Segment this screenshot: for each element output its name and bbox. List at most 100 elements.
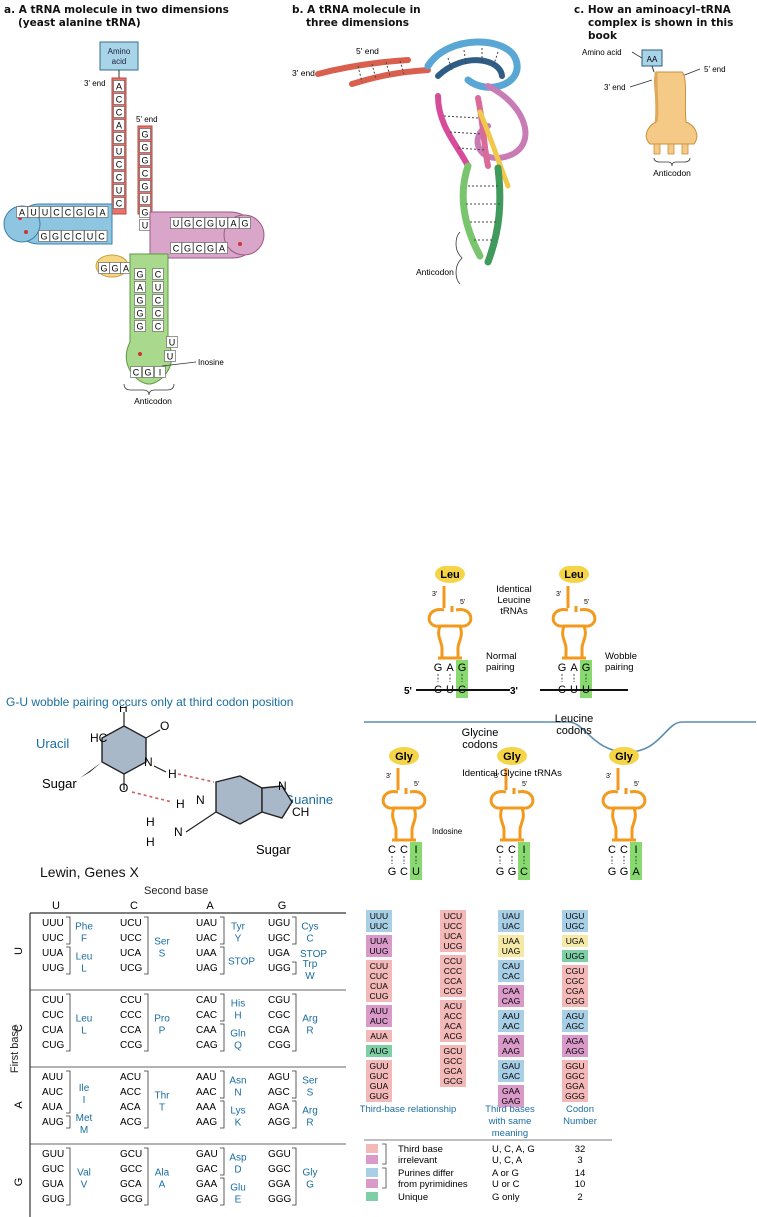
anticodon-stem-right-base: C: [155, 322, 162, 332]
amino-acid-letter: W: [305, 971, 315, 982]
codon-chip: ACU: [444, 1001, 462, 1011]
amino-acid-letter: H: [234, 1011, 241, 1022]
codon-block: [366, 1045, 392, 1057]
codon-chip: GCC: [444, 1056, 463, 1066]
atom-n-3: N: [278, 779, 287, 793]
codon: GCC: [120, 1164, 142, 1175]
amino-acid-box-line2: acid: [112, 57, 127, 66]
gly-trna-3-5prime: 5': [634, 781, 639, 788]
codon-chip: UCU: [444, 911, 462, 921]
t-arm-top-base-box: [227, 217, 240, 229]
atom-h-3: H: [176, 797, 185, 811]
leu-trna-wobble-5prime: 5': [584, 599, 589, 606]
legend-swatch: [366, 1155, 378, 1164]
codon-chip: AAU: [502, 1011, 519, 1021]
strand-five-prime: 5': [404, 686, 412, 697]
anticodon-stem-right-base-box: [152, 320, 164, 332]
panel-a-title: a. A tRNA molecule in two dimensions (ye…: [4, 4, 229, 30]
gly-trna-2-5prime: 5': [522, 781, 527, 788]
gly-trna-3-pairing-anticodon-base: C: [620, 844, 628, 856]
codon-chip: GUG: [369, 1091, 388, 1101]
anticodon-label-c: Anticodon: [653, 168, 691, 178]
gly-trna-3-aa-label: Gly: [615, 751, 634, 763]
legend-count: 10: [575, 1179, 586, 1190]
codon-chip: UUA: [370, 936, 388, 946]
d-arm-top-base: A: [19, 208, 25, 218]
codon: GUU: [42, 1149, 64, 1160]
t-arm-bottom-base-box: [181, 242, 194, 254]
amino-acid-name: Leu: [76, 1014, 93, 1025]
trna-body-icon: [645, 71, 698, 145]
amino-acid-name: Leu: [76, 952, 93, 963]
leu-pairing-wobble-anticodon-base: G: [582, 662, 591, 674]
anticodon-stem-right-base: U: [155, 283, 162, 293]
codon-chip: AGG: [566, 1046, 585, 1056]
amino-acid-box: [99, 41, 139, 71]
uracil-ring: [101, 725, 147, 775]
codon: UUC: [42, 933, 64, 944]
t-arm-top-base: G: [184, 219, 191, 229]
stop-label: STOP: [300, 949, 327, 960]
legend-count: 3: [577, 1155, 582, 1166]
col-header: C: [130, 900, 138, 912]
codon-block: [562, 950, 588, 962]
glycine-codons-1: Glycine: [462, 727, 499, 739]
leu-pairing-wobble-anticodon-base: A: [570, 662, 578, 674]
codon-chip: AGC: [566, 1021, 584, 1031]
codon-block: [498, 985, 524, 1007]
anticodon-base-box: [130, 366, 142, 378]
gly-trna-2-3prime: 3': [494, 773, 499, 780]
codon: UGC: [268, 933, 290, 944]
guanine-sugar-bond: [282, 818, 306, 836]
codon: UCC: [120, 933, 142, 944]
anticodon-base: G: [144, 368, 151, 378]
guanine-ring-6: [215, 775, 263, 825]
caption-codon-number-2: Number: [563, 1116, 597, 1127]
acceptor3-base: C: [116, 108, 123, 118]
d-arm-top-base: C: [65, 208, 72, 218]
codon-block: [440, 955, 466, 997]
strand-three-prime: 3': [510, 686, 518, 697]
acceptor5-base: G: [141, 182, 148, 192]
gu-wobble-structure: Uracil Guanine H O HC N H O Sugar H N CH…: [36, 706, 333, 857]
codon: AUU: [42, 1072, 63, 1083]
legend-bases: A or G: [492, 1168, 519, 1179]
atom-n-2: N: [196, 793, 205, 807]
t-arm-bottom-base-box: [170, 242, 182, 254]
d-arm-top-base-box: [50, 206, 63, 218]
aminoacyl-trna-icon-diagram: Amino acid AA 5' end 3' end Anticodon: [582, 48, 726, 178]
codon: AUA: [42, 1102, 63, 1113]
t-arm-bottom-base: A: [219, 244, 225, 254]
codon: GGG: [268, 1194, 292, 1205]
identical-leucine-2: Leucine: [497, 595, 530, 606]
codon-chip: UUC: [370, 921, 388, 931]
row-header: C: [13, 1024, 25, 1032]
codon-chip: CCC: [444, 966, 462, 976]
codon-chip: GGG: [565, 1091, 585, 1101]
identical-leucine-1: Identical: [496, 584, 531, 595]
anticodon-stem-left-base-box: [134, 294, 146, 306]
codon-block: [366, 1060, 392, 1102]
codon: UAC: [196, 933, 217, 944]
sugar-left: Sugar: [42, 776, 77, 791]
wobble-trna-pairing-diagram: Leu3'5'GCAUGCLeu3'5'GCAUGUIdenticalLeuci…: [364, 566, 756, 880]
d-arm-bottom-base: C: [98, 232, 105, 242]
leu-trna-wobble-3prime: 3': [556, 591, 561, 598]
codon-chip: AGU: [566, 1011, 584, 1021]
d-arm-top-base: G: [76, 208, 83, 218]
gly-trna-2-pairing-codon-base: G: [496, 866, 505, 878]
amino-acid-letter: Y: [235, 934, 242, 945]
acceptor3-base-box: [113, 132, 125, 144]
gly-trna-3-pairing-codon-base: G: [620, 866, 629, 878]
codon-block: [562, 965, 588, 1007]
codon-block: [440, 1000, 466, 1042]
leu-pairing-normal-anticodon-base: A: [446, 662, 454, 674]
codon: CGC: [268, 1010, 290, 1021]
guanine-label: Guanine: [284, 792, 333, 807]
t-arm-top-base: G: [207, 219, 214, 229]
